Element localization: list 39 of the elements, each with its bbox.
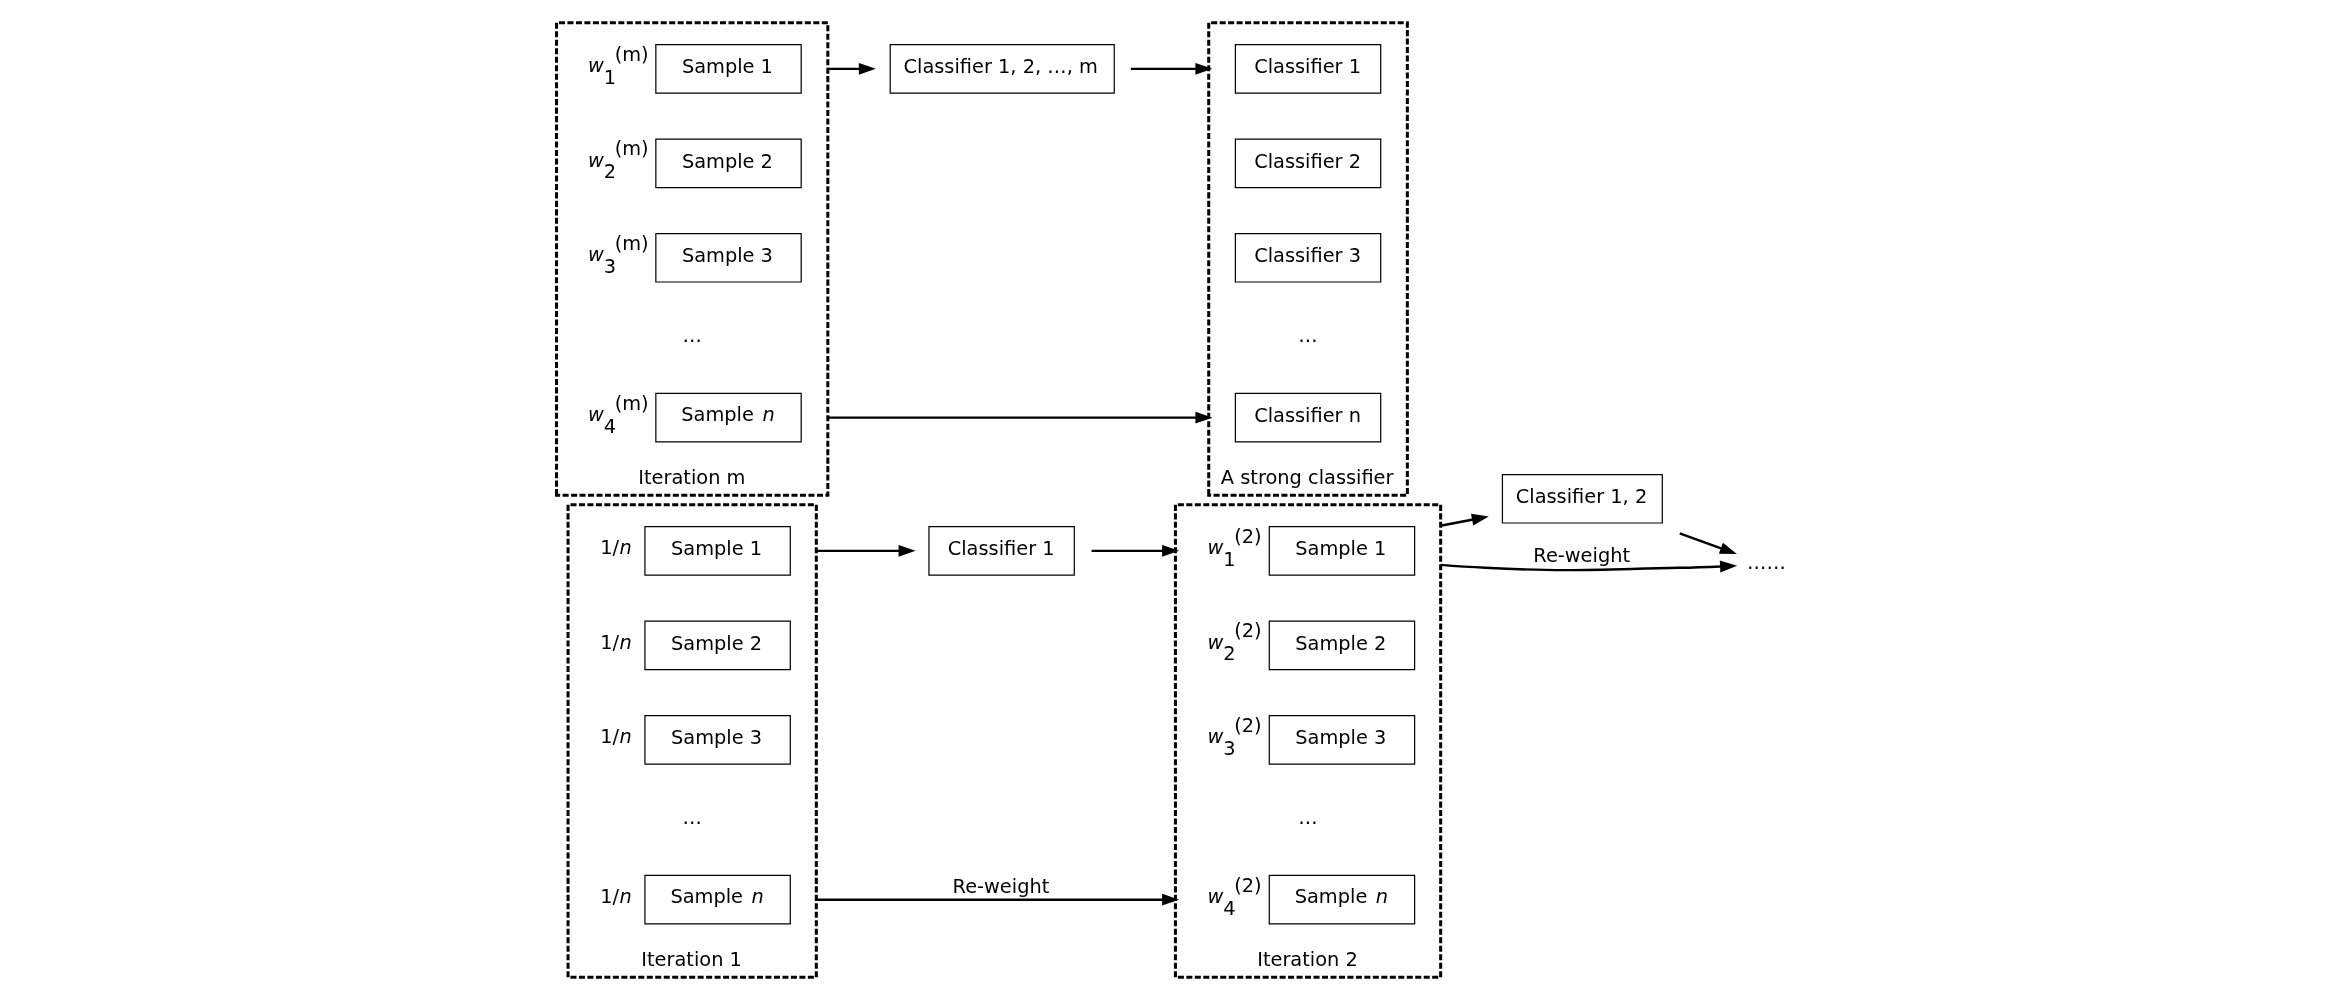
node-box: Classifier 2 <box>1234 138 1382 189</box>
node-box: Sample 1 <box>655 44 802 94</box>
node-box: Classifier 3 <box>1234 232 1382 283</box>
arrow <box>827 411 1213 424</box>
node-box: Classifier 1 <box>1234 44 1382 94</box>
node-box: Sample 2 <box>1268 620 1416 671</box>
node-box: Sample n <box>644 874 791 925</box>
node-box: Sample n <box>655 392 802 443</box>
node-box: Classifier 1, 2, …, m <box>889 44 1115 94</box>
node-box: Sample 2 <box>644 620 791 671</box>
node-box: Sample 3 <box>1268 714 1416 765</box>
label: … <box>682 806 702 830</box>
arrow <box>1091 544 1180 557</box>
node-box: Classifier n <box>1234 392 1382 443</box>
arrow <box>1130 62 1213 75</box>
node-label: 1/n <box>600 725 632 749</box>
node-box: Sample 3 <box>644 714 791 765</box>
node-box: Classifier 1, 2 <box>1501 473 1663 524</box>
node-box: Sample 1 <box>1268 526 1416 576</box>
arrow <box>1440 513 1489 527</box>
node-label: 1/n <box>600 885 632 909</box>
node-box: Sample 3 <box>655 232 802 283</box>
edge-label: Re-weight <box>952 875 1050 899</box>
node-box: Classifier 1 <box>928 526 1075 576</box>
arrow <box>1679 532 1737 554</box>
node-box: Sample 1 <box>644 526 791 576</box>
node-label: 1/n <box>600 536 632 560</box>
edge-label: Re-weight <box>1533 543 1631 567</box>
arrow <box>827 62 876 75</box>
node-box: Sample 2 <box>655 138 802 189</box>
arrow <box>1440 560 1738 573</box>
arrow <box>816 893 1180 906</box>
arrow <box>816 544 916 557</box>
label: … <box>1298 806 1318 830</box>
label: … <box>1298 324 1318 348</box>
node-label: 1/n <box>600 630 632 654</box>
node-box: Sample n <box>1268 874 1416 925</box>
label: … <box>682 324 702 348</box>
node-text: …… <box>1747 550 1786 574</box>
